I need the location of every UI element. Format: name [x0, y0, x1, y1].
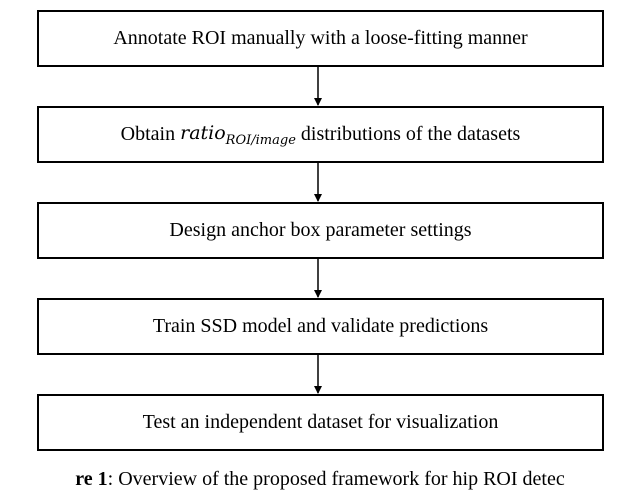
step-test-dataset: Test an independent dataset for visualiz…: [37, 394, 604, 451]
ratio-math-symbol: ratioROI/image: [180, 122, 296, 148]
ratio-math-subscript: ROI/image: [225, 132, 296, 148]
step-obtain-prefix: Obtain: [120, 123, 176, 145]
figure-caption-label: re 1: [75, 468, 108, 490]
figure-caption: re 1: Overview of the proposed framework…: [0, 468, 640, 491]
step-design-anchor: Design anchor box parameter settings: [37, 202, 604, 259]
step-obtain-ratio: Obtain ratioROI/image distributions of t…: [37, 106, 604, 163]
figure-caption-text: : Overview of the proposed framework for…: [107, 468, 565, 490]
step-annotate-roi: Annotate ROI manually with a loose-fitti…: [37, 10, 604, 67]
step-obtain-suffix: distributions of the datasets: [300, 123, 521, 145]
step-train-ssd: Train SSD model and validate predictions: [37, 298, 604, 355]
ratio-math-base: ratio: [180, 121, 226, 144]
step-design-anchor-text: Design anchor box parameter settings: [169, 219, 472, 241]
step-annotate-roi-text: Annotate ROI manually with a loose-fitti…: [113, 27, 528, 49]
step-train-ssd-text: Train SSD model and validate predictions: [152, 315, 489, 337]
step-test-dataset-text: Test an independent dataset for visualiz…: [142, 411, 499, 433]
